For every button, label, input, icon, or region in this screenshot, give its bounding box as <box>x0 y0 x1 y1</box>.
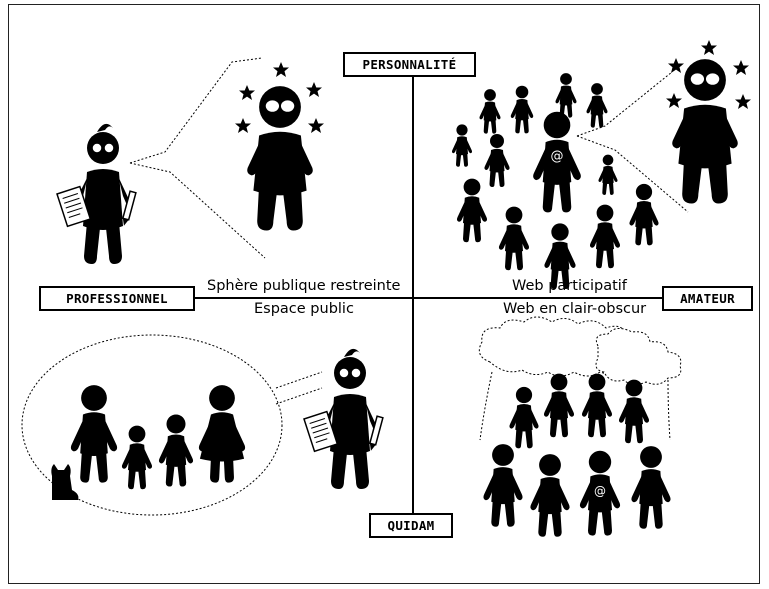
at-sign-icon: @ <box>551 149 564 164</box>
label-espace-public: Espace public <box>254 301 354 317</box>
family-thought-bubble <box>21 334 323 516</box>
dashed-area-bottom-right <box>479 371 671 441</box>
label-web-participatif: Web participatif <box>512 278 627 294</box>
label-web-en-clair-obscur: Web en clair-obscur <box>503 301 647 317</box>
celebrity-figure-top-right <box>672 59 738 204</box>
cat-icon <box>51 464 79 500</box>
writer-figure-top-left <box>56 123 137 265</box>
family-group <box>70 385 246 490</box>
axis-top-personnalite: PERSONNALITÉ <box>343 52 476 77</box>
writer-figure-bottom-left <box>303 348 384 490</box>
at-sign-icon-bottom: @ <box>594 484 606 498</box>
label-sphere-publique-restreinte: Sphère publique restreinte <box>207 278 401 294</box>
professional-speech-bubble <box>129 57 266 259</box>
amateur-speech-bubble <box>576 71 689 213</box>
crowd-bottom-right <box>483 373 671 537</box>
celebrity-figure-top-left <box>247 86 313 231</box>
cloud-icon <box>478 316 682 386</box>
axis-right-amateur: AMATEUR <box>662 286 753 311</box>
axis-left-professionnel: PROFESSIONNEL <box>39 286 195 311</box>
axis-bottom-quidam: QUIDAM <box>369 513 453 538</box>
